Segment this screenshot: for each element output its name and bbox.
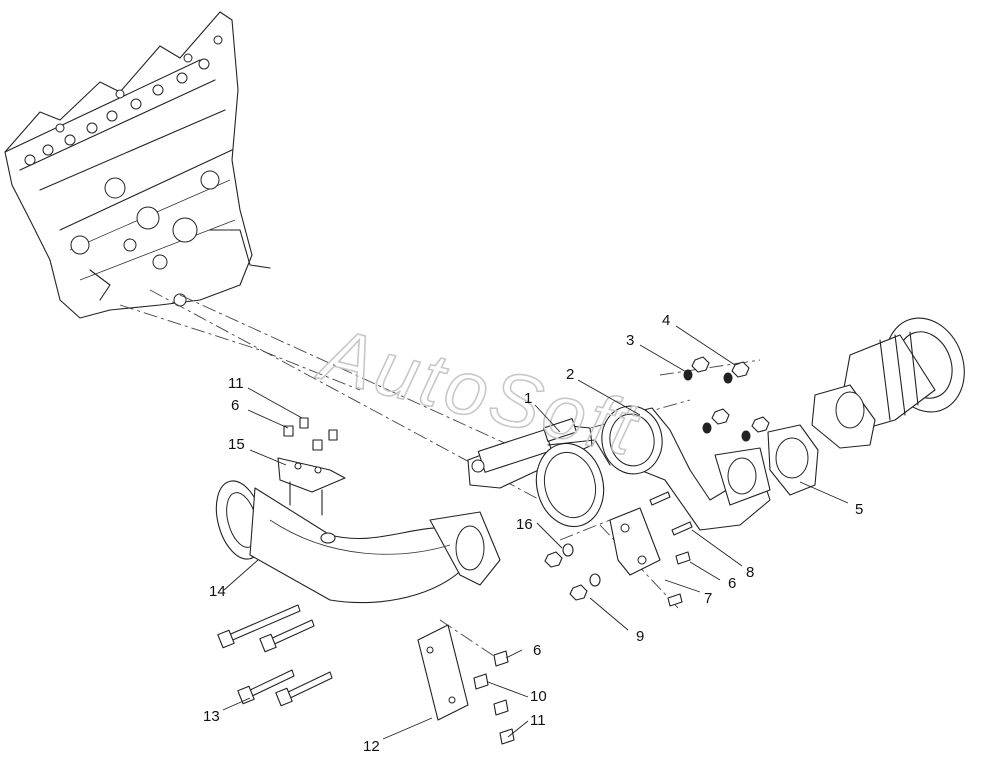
bracket-7 xyxy=(609,507,661,576)
callout-6-top: 6 xyxy=(231,397,239,414)
callout-16: 16 xyxy=(516,516,533,533)
studs xyxy=(649,491,693,536)
callout-10: 10 xyxy=(530,688,547,705)
bottom-bolts xyxy=(473,650,515,745)
callout-6-bottom: 6 xyxy=(533,642,541,659)
callout-11-bottom: 11 xyxy=(530,712,546,729)
callout-14: 14 xyxy=(209,583,226,600)
callout-7: 7 xyxy=(704,590,712,607)
callout-5: 5 xyxy=(855,501,863,518)
actuator-valve xyxy=(467,418,593,489)
callout-4: 4 xyxy=(662,312,670,329)
top-bolts xyxy=(283,417,338,451)
fasteners-nuts xyxy=(544,356,770,601)
pipe-bracket-15 xyxy=(277,457,346,516)
exhaust-pipe xyxy=(215,480,501,604)
callout-2: 2 xyxy=(566,366,574,383)
callout-8: 8 xyxy=(746,564,754,581)
turbocharger xyxy=(811,317,965,449)
callout-3: 3 xyxy=(626,332,634,349)
gasket xyxy=(767,424,819,496)
support-plate-12 xyxy=(417,624,469,721)
callout-6-bracket: 6 xyxy=(728,575,736,592)
watermark-text: AutoSoft xyxy=(310,311,648,473)
callout-15: 15 xyxy=(228,436,245,453)
callout-13: 13 xyxy=(203,708,220,725)
callout-12: 12 xyxy=(363,738,380,755)
elbow-housing xyxy=(601,405,771,531)
leader-lines xyxy=(222,325,849,740)
callout-11-top: 11 xyxy=(228,375,244,392)
callout-1: 1 xyxy=(524,390,532,407)
clamp-ring xyxy=(535,439,611,528)
bracket-bolts xyxy=(667,551,691,607)
callout-9: 9 xyxy=(636,628,644,645)
engine-block xyxy=(4,11,271,319)
long-bolts xyxy=(217,604,333,707)
callout-labels: 1 2 3 4 5 6 6 6 7 8 9 10 11 11 12 13 14 … xyxy=(203,312,863,755)
